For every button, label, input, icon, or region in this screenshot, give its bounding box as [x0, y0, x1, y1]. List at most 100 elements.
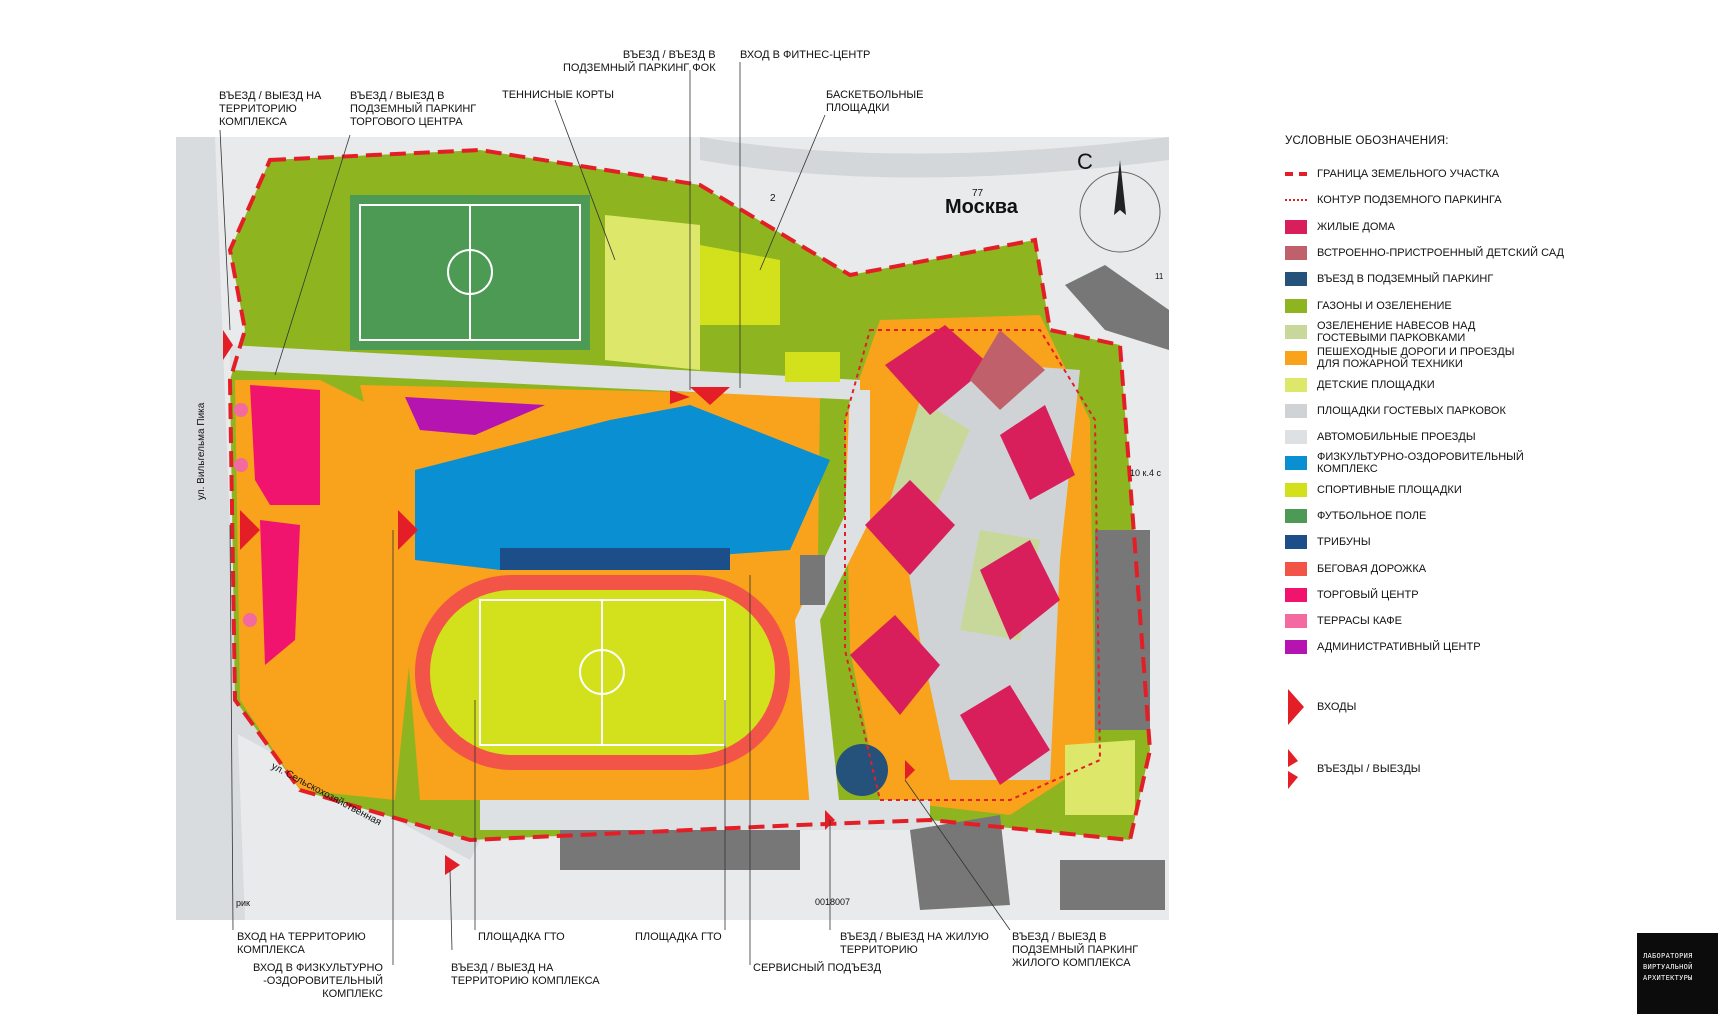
neighbor-building [560, 830, 800, 870]
legend-label: ПЛОЩАДКИ ГОСТЕВЫХ ПАРКОВОК [1317, 404, 1506, 417]
legend-label: ВХОДЫ [1317, 700, 1357, 713]
legend-item: БЕГОВАЯ ДОРОЖКА [1285, 555, 1705, 581]
legend-item: ФУТБОЛЬНОЕ ПОЛЕ [1285, 503, 1705, 529]
color-swatch [1285, 456, 1307, 471]
legend-item-vehicle-entries: ВЪЕЗДЫ / ВЫЕЗДЫ [1285, 747, 1705, 791]
residential-building [960, 685, 1050, 785]
legend-item: ТОРГОВЫЙ ЦЕНТР [1285, 582, 1705, 608]
callout-leaders [219, 62, 1011, 965]
legend-label: АВТОМОБИЛЬНЫЕ ПРОЕЗДЫ [1317, 431, 1476, 444]
callout-residential-entry: ВЪЕЗД / ВЫЕЗД НА ЖИЛУЮ ТЕРРИТОРИЮ [840, 931, 989, 956]
callout-residential-parking: ВЪЕЗД / ВЫЕЗД В ПОДЗЕМНЫЙ ПАРКИНГ ЖИЛОГО… [1012, 931, 1139, 969]
kindergarten [970, 330, 1045, 410]
inner-road-north [230, 345, 860, 400]
legend-item: ВЪЕЗД В ПОДЗЕМНЫЙ ПАРКИНГ [1285, 266, 1705, 292]
callout-tennis-courts: ТЕННИСНЫЕ КОРТЫ [502, 89, 615, 101]
color-swatch [1285, 246, 1307, 261]
callout-entry-complex-west: ВХОД НА ТЕРРИТОРИЮ КОМПЛЕКСА [237, 931, 366, 956]
callout-entry-mall-parking: ВЪЕЗД / ВЫЕЗД В ПОДЗЕМНЫЙ ПАРКИНГ ТОРГОВ… [350, 90, 477, 128]
legend-item: ФИЗКУЛЬТУРНО-ОЗДОРОВИТЕЛЬНЫЙ КОМПЛЕКС [1285, 450, 1705, 476]
color-swatch [1285, 509, 1307, 523]
legend-label: КОНТУР ПОДЗЕМНОГО ПАРКИНГА [1317, 194, 1502, 207]
north-label: С [1077, 149, 1093, 174]
legend-item: ПЕШЕХОДНЫЕ ДОРОГИ И ПРОЕЗДЫ ДЛЯ ПОЖАРНОЙ… [1285, 345, 1705, 371]
legend-label: ВСТРОЕННО-ПРИСТРОЕННЫЙ ДЕТСКИЙ САД [1317, 247, 1564, 260]
color-swatch [1285, 324, 1307, 339]
cafe-terrace [243, 613, 257, 627]
legend-item: ТЕРРАСЫ КАФЕ [1285, 608, 1705, 634]
legend-item: АДМИНИСТРАТИВНЫЙ ЦЕНТР [1285, 634, 1705, 660]
legend-label: ВЪЕЗДЫ / ВЫЕЗДЫ [1317, 762, 1421, 775]
color-swatch [1285, 561, 1307, 576]
vehicle-entry-icon [1288, 748, 1298, 789]
color-swatch [1285, 535, 1307, 550]
shopping-mall-north [250, 385, 320, 505]
color-swatch [1285, 640, 1307, 655]
site-boundary-line [227, 147, 1153, 843]
legend-label: ТЕРРАСЫ КАФЕ [1317, 615, 1402, 628]
vehicle-entry-icon [905, 760, 915, 780]
callout-service-access: СЕРВИСНЫЙ ПОДЪЕЗД [753, 962, 882, 974]
legend-title: УСЛОВНЫЕ ОБОЗНАЧЕНИЯ: [1285, 135, 1449, 147]
map-number: 0018007 [815, 897, 851, 907]
color-swatch [1285, 403, 1307, 418]
logo-text: ЛАБОРАТОРИЯ ВИРТУАЛЬНОЙ АРХИТЕКТУРЫ [1643, 952, 1693, 982]
inner-road-east [795, 390, 870, 810]
color-swatch [1285, 430, 1307, 445]
underground-parking-contour [844, 329, 1102, 801]
color-swatch [1285, 482, 1307, 497]
color-swatch [1285, 219, 1307, 234]
callout-entry-complex-south: ВЪЕЗД / ВЫЕЗД НА ТЕРРИТОРИЮ КОМПЛЕКСА [451, 962, 600, 987]
road-label-pika: ул. Вильгельма Пика [196, 402, 207, 500]
entrance-arrow-icon [690, 387, 730, 405]
parking-contour-icon [1285, 199, 1307, 202]
admin-center [405, 397, 545, 435]
legend-item: СПОРТИВНЫЕ ПЛОЩАДКИ [1285, 477, 1705, 503]
legend-item: КОНТУР ПОДЗЕМНОГО ПАРКИНГА [1285, 187, 1705, 213]
neighbor-building [1095, 530, 1150, 730]
map-number: 10 к.4 с [1130, 468, 1161, 478]
legend-label: ГРАНИЦА ЗЕМЕЛЬНОГО УЧАСТКА [1317, 168, 1500, 181]
entrance-arrow-icon [398, 510, 418, 550]
legend-item: ПЛОЩАДКИ ГОСТЕВЫХ ПАРКОВОК [1285, 398, 1705, 424]
map-number: 77 [972, 188, 984, 199]
legend-item: ГРАНИЦА ЗЕМЕЛЬНОГО УЧАСТКА [1285, 161, 1705, 187]
moscow-river [700, 137, 1169, 178]
legend-label: ТОРГОВЫЙ ЦЕНТР [1317, 588, 1419, 601]
legend-label: ФИЗКУЛЬТУРНО-ОЗДОРОВИТЕЛЬНЫЙ КОМПЛЕКС [1317, 451, 1524, 476]
residential-building [865, 480, 955, 575]
city-label: Москва [945, 196, 1018, 218]
neighbor-building [910, 815, 1010, 910]
legend-label: ВЪЕЗД В ПОДЗЕМНЫЙ ПАРКИНГ [1317, 273, 1494, 286]
legend-label: ОЗЕЛЕНЕНИЕ НАВЕСОВ НАД ГОСТЕВЫМИ ПАРКОВК… [1317, 319, 1476, 344]
neighbor-building [1060, 860, 1165, 910]
legend-item: ОЗЕЛЕНЕНИЕ НАВЕСОВ НАД ГОСТЕВЫМИ ПАРКОВК… [1285, 319, 1705, 345]
residential-building [885, 325, 990, 415]
neighbor-building [800, 555, 825, 605]
legend-label: ДЕТСКИЕ ПЛОЩАДКИ [1317, 378, 1435, 391]
callout-fitness-entry: ВХОД В ФИТНЕС-ЦЕНТР [740, 49, 871, 61]
legend-label: ГАЗОНЫ И ОЗЕЛЕНЕНИЕ [1317, 299, 1452, 312]
callout-entry-complex-north: ВЪЕЗД / ВЫЕЗД НА ТЕРРИТОРИЮ КОМПЛЕКСА [219, 90, 322, 128]
street-vilgelma-pika [176, 137, 245, 920]
boundary-line-icon [1285, 172, 1307, 177]
legend-label: ТРИБУНЫ [1317, 536, 1371, 549]
map-number: 2 [770, 193, 776, 204]
playground [1065, 740, 1135, 815]
legend-label: СПОРТИВНЫЕ ПЛОЩАДКИ [1317, 483, 1462, 496]
legend-label: ЖИЛЫЕ ДОМА [1317, 220, 1395, 233]
vehicle-entry-icon [445, 855, 460, 875]
callout-fok-parking: ВЪЕЗД / ВЪЕЗД В ПОДЗЕМНЫЙ ПАРКИНГ ФОК [563, 49, 716, 74]
color-swatch [1285, 587, 1307, 602]
legend-item: ВСТРОЕННО-ПРИСТРОЕННЫЙ ДЕТСКИЙ САД [1285, 240, 1705, 266]
lab-logo: ЛАБОРАТОРИЯ ВИРТУАЛЬНОЙ АРХИТЕКТУРЫ [1637, 933, 1718, 1014]
callout-gto-west: ПЛОЩАДКА ГТО [478, 931, 565, 943]
fitness-complex [415, 405, 830, 570]
vehicle-entry-icon [670, 390, 690, 404]
callout-basketball: БАСКЕТБОЛЬНЫЕ ПЛОЩАДКИ [826, 89, 924, 114]
stands [500, 548, 730, 570]
residential-building [980, 540, 1060, 640]
entrance-arrow-icon [240, 510, 260, 550]
legend-item: ТРИБУНЫ [1285, 529, 1705, 555]
